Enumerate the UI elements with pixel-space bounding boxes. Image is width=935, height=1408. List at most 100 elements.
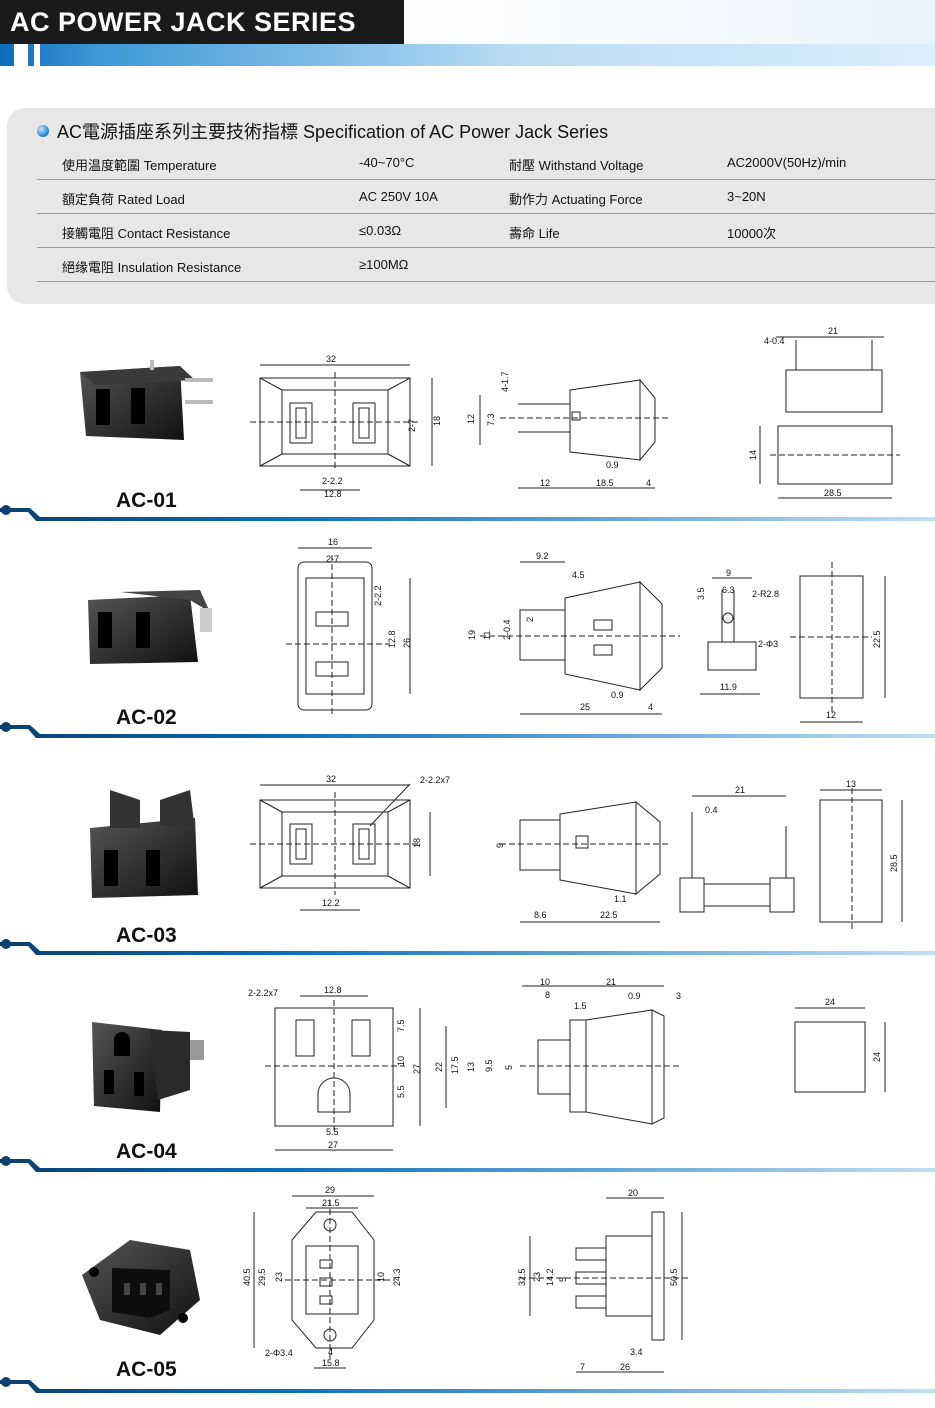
dim-label: 8.6 <box>534 910 547 920</box>
dim-label: 3.5 <box>696 587 706 600</box>
ac02-photo <box>88 590 212 664</box>
dim-label: 0.9 <box>611 690 624 700</box>
ac04-section: 2-2.2x7 12.8 7.5 10 5.5 27 22 5.5 27 10 … <box>0 977 935 1172</box>
dim-label: 2-0.4 <box>502 619 512 640</box>
dim-label: 12.2 <box>322 898 340 908</box>
dim-label: 18 <box>412 838 422 848</box>
spec-label: 動作力 Actuating Force <box>509 192 643 207</box>
model-label: AC-03 <box>116 924 177 947</box>
dim-label: 9 <box>726 568 731 578</box>
spec-value: ≥100MΩ <box>359 257 409 272</box>
dim-label: 8 <box>545 990 550 1000</box>
spec-title-text: AC電源插座系列主要技術指標 Specification of AC Power… <box>57 122 609 142</box>
dim-label: 11.9 <box>720 682 737 692</box>
dim-label: 9 <box>495 843 505 848</box>
header-strip <box>0 44 935 66</box>
ac02-pin-view <box>700 577 760 695</box>
dim-label: 15.8 <box>322 1358 340 1368</box>
spec-row: 使用温度範圍 Temperature -40~70°C 耐壓 Withstand… <box>37 146 935 180</box>
ac04-photo <box>92 1022 204 1112</box>
spec-title: AC電源插座系列主要技術指標 Specification of AC Power… <box>37 118 608 144</box>
dim-label: 7.3 <box>486 413 496 426</box>
dim-label: 2-2.2 <box>322 476 343 486</box>
dim-label: 7 <box>580 1362 585 1372</box>
spec-value: AC2000V(50Hz)/min <box>727 155 847 170</box>
ac03-rear-view <box>819 788 903 930</box>
divider-bar <box>0 1377 935 1393</box>
dim-label: 5 <box>558 1277 568 1282</box>
dim-label: 22.5 <box>600 910 618 920</box>
dim-label: 1.1 <box>614 894 627 904</box>
dim-label: 24 <box>872 1052 882 1062</box>
dim-label: 4 <box>328 1347 333 1357</box>
ac04-front-view <box>265 995 421 1151</box>
spec-label: 額定負荷 Rated Load <box>62 192 185 207</box>
dim-label: 7.5 <box>396 1019 406 1032</box>
dim-label: 32 <box>326 354 336 364</box>
dim-label: 25 <box>580 702 590 712</box>
spec-label: 接觸電阻 Contact Resistance <box>62 226 231 241</box>
header-band <box>394 0 935 44</box>
dim-label: 12.8 <box>324 985 342 995</box>
dim-label: 12 <box>826 710 836 720</box>
dim-label: 23 <box>274 1272 284 1282</box>
page-title: AC POWER JACK SERIES <box>0 0 404 44</box>
ac03-photo <box>90 790 198 898</box>
model-label: AC-02 <box>116 706 177 729</box>
dim-label: 14 <box>748 450 758 460</box>
dim-label: 1.5 <box>574 1001 587 1011</box>
dim-label: 10 <box>376 1272 386 1282</box>
dim-label: 22.5 <box>872 630 882 648</box>
dim-label: 4-0.4 <box>764 336 785 346</box>
ac05-side-view <box>520 1197 690 1373</box>
dim-label: 26 <box>620 1362 630 1372</box>
divider-bar <box>0 722 935 738</box>
dim-label: 27 <box>412 1064 422 1074</box>
dim-label: 24 <box>825 997 835 1007</box>
dim-label: 19 <box>467 630 477 640</box>
spec-row: 接觸電阻 Contact Resistance ≤0.03Ω 壽命 Life 1… <box>37 214 935 248</box>
model-label: AC-05 <box>116 1358 177 1381</box>
dim-label: 2-Φ3 <box>758 639 778 649</box>
ac05-section: 29 21.5 40.5 29.5 23 10 24.3 2-Φ3.4 4 15… <box>0 1185 935 1393</box>
spec-row: 絕缘電阻 Insulation Resistance ≥100MΩ <box>37 248 935 282</box>
dim-label: 32 <box>326 774 336 784</box>
dim-label: 14.2 <box>545 1268 555 1286</box>
ac05-front-view <box>253 1195 395 1369</box>
dim-label: 21.5 <box>322 1198 340 1208</box>
dim-label: 17.5 <box>450 1056 460 1074</box>
dim-label: 18.5 <box>596 478 614 488</box>
dim-label: 2-2.2x7 <box>248 988 278 998</box>
ac05-photo <box>82 1240 200 1335</box>
dim-label: 11 <box>482 631 492 640</box>
spec-value: -40~70°C <box>359 155 415 170</box>
dim-label: 0.4 <box>705 805 718 815</box>
ac02-rear-view <box>790 562 886 723</box>
ac04-side-view <box>445 985 680 1125</box>
spec-label: 壽命 Life <box>509 226 560 241</box>
dim-label: 12 <box>466 414 476 424</box>
dim-label: 9.5 <box>484 1059 494 1072</box>
spec-value: AC 250V 10A <box>359 189 438 204</box>
dim-label: 12 <box>540 478 550 488</box>
dim-label: 28.5 <box>889 854 899 872</box>
dim-label: 12.8 <box>387 630 397 648</box>
dim-label: 26 <box>402 638 412 648</box>
dim-label: 21 <box>828 326 838 336</box>
dim-label: 21 <box>606 977 616 987</box>
dim-label: 12.8 <box>324 489 342 499</box>
ac04-rear-view <box>794 1007 886 1093</box>
dim-label: 2-R2.8 <box>752 589 779 599</box>
dim-label: 24.3 <box>392 1268 402 1286</box>
dim-label: 40.5 <box>242 1268 252 1286</box>
dim-label: 50.5 <box>669 1268 679 1286</box>
ac01-front-view <box>250 364 433 491</box>
spec-label: 使用温度範圍 Temperature <box>62 158 217 173</box>
ac01-section: 32 18 2-7 2-2.2 12.8 12 18.5 4 0.9 4-1.7… <box>0 326 935 521</box>
ac01-photo <box>80 360 213 440</box>
spec-value: ≤0.03Ω <box>359 223 402 238</box>
dim-label: 20 <box>628 1188 638 1198</box>
dim-label: 5 <box>504 1065 514 1070</box>
dim-label: 2-Φ3.4 <box>265 1348 293 1358</box>
